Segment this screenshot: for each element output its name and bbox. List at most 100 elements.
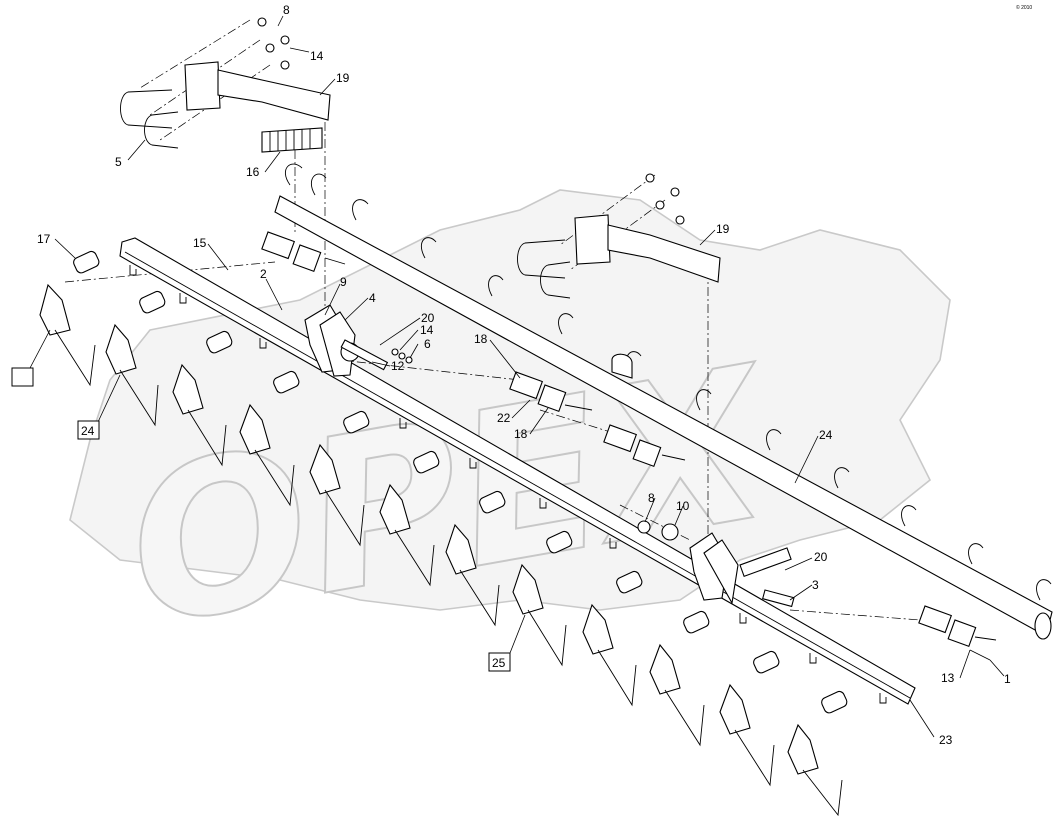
tine-spring bbox=[479, 490, 506, 514]
corner-mark: © 2010 bbox=[1016, 4, 1032, 11]
pin bbox=[761, 589, 795, 608]
assembly-line bbox=[619, 504, 691, 541]
callout-7: 8 bbox=[283, 3, 290, 17]
leader bbox=[207, 243, 229, 271]
leader bbox=[54, 238, 76, 259]
tine-spring bbox=[206, 330, 233, 354]
tine-spring bbox=[683, 610, 710, 634]
clamp-half bbox=[947, 619, 977, 648]
leader bbox=[489, 339, 521, 379]
callout-18-bottom: 18 bbox=[514, 427, 528, 441]
beam-tab bbox=[259, 338, 267, 349]
tine-unit bbox=[105, 290, 166, 427]
tine-holder bbox=[512, 563, 544, 615]
leader bbox=[97, 374, 121, 423]
leader bbox=[324, 283, 341, 316]
tine-spring bbox=[273, 370, 300, 394]
callout-19-top: 19 bbox=[336, 71, 350, 85]
callout-17: 17 bbox=[37, 232, 51, 246]
tine bbox=[664, 689, 705, 747]
assembly-line bbox=[149, 39, 261, 116]
beam-tab bbox=[539, 498, 547, 509]
tine-holder bbox=[239, 403, 271, 455]
tine bbox=[54, 329, 96, 387]
beam-tab bbox=[469, 458, 477, 469]
u-bolt bbox=[540, 261, 571, 299]
tine bbox=[527, 609, 567, 667]
fasteners bbox=[257, 17, 997, 661]
tine-holder bbox=[582, 603, 614, 655]
tine-unit bbox=[512, 530, 573, 667]
bolt bbox=[564, 404, 593, 411]
callout-12: 13 bbox=[941, 671, 955, 685]
tine bbox=[734, 729, 775, 787]
u-bolt bbox=[144, 111, 179, 149]
clamp-top bbox=[611, 353, 633, 379]
hook bbox=[766, 429, 782, 451]
leader bbox=[644, 497, 656, 523]
assembly-line bbox=[789, 609, 921, 621]
hook bbox=[488, 275, 504, 297]
hook bbox=[696, 389, 712, 411]
tine bbox=[459, 569, 500, 627]
callout-1: 1 bbox=[1004, 672, 1011, 686]
bolt bbox=[974, 636, 997, 641]
hook bbox=[352, 199, 369, 221]
washer bbox=[391, 348, 399, 356]
hinge-plate bbox=[703, 539, 739, 605]
tine bbox=[802, 769, 843, 817]
hook bbox=[310, 173, 327, 196]
tine-unit bbox=[379, 450, 440, 587]
callout-20-right: 20 bbox=[814, 550, 828, 564]
callout-20-left: 20 bbox=[421, 311, 435, 325]
callout-3: 3 bbox=[812, 578, 819, 592]
arm bbox=[217, 69, 331, 121]
nut bbox=[675, 215, 685, 225]
callout-24-left: 24 bbox=[81, 424, 95, 438]
bolt bbox=[969, 649, 991, 661]
upper-axle-tube bbox=[274, 163, 1053, 640]
nut bbox=[257, 17, 267, 27]
tine-spring bbox=[546, 530, 573, 554]
callout-18-top: 18 bbox=[474, 332, 488, 346]
leader bbox=[264, 151, 281, 173]
assembly-line bbox=[139, 19, 251, 89]
callout-labels: 8 14 19 5 16 17 15 2 9 4 20 14 6 12 18 2… bbox=[37, 3, 1011, 747]
hinge-bracket-left bbox=[304, 304, 389, 377]
leader bbox=[265, 278, 283, 311]
nut bbox=[645, 173, 655, 183]
leader bbox=[959, 649, 971, 679]
leader bbox=[699, 229, 716, 246]
nut bbox=[655, 200, 665, 210]
hook bbox=[558, 313, 574, 335]
leader bbox=[789, 584, 813, 601]
nut bbox=[280, 60, 290, 70]
u-bolt bbox=[120, 89, 173, 129]
leader bbox=[379, 317, 421, 346]
tine-unit bbox=[445, 490, 506, 627]
leader bbox=[909, 699, 935, 738]
tine-unit bbox=[309, 410, 370, 547]
tine-unit bbox=[39, 250, 100, 387]
tine-unit bbox=[239, 370, 300, 507]
hinge-bracket-right bbox=[689, 532, 795, 608]
beam-tab bbox=[739, 613, 747, 624]
tine-holder bbox=[445, 523, 477, 575]
leader-lines bbox=[29, 15, 1005, 738]
callout-15: 15 bbox=[193, 236, 207, 250]
clamp-half bbox=[918, 605, 953, 634]
hook bbox=[420, 237, 437, 259]
leader bbox=[127, 139, 146, 161]
callout-2: 2 bbox=[260, 267, 267, 281]
clamp-half bbox=[261, 231, 296, 260]
leader bbox=[784, 557, 813, 571]
callout-24-bottom: 25 bbox=[492, 656, 506, 670]
clamp-half bbox=[537, 384, 567, 413]
tine-holder bbox=[172, 363, 204, 415]
leader bbox=[399, 329, 419, 351]
leader bbox=[289, 47, 310, 53]
tine-holder bbox=[379, 483, 411, 535]
callout-box bbox=[488, 652, 511, 672]
upper-bracket-right bbox=[517, 214, 721, 299]
clamp-half bbox=[632, 439, 662, 468]
